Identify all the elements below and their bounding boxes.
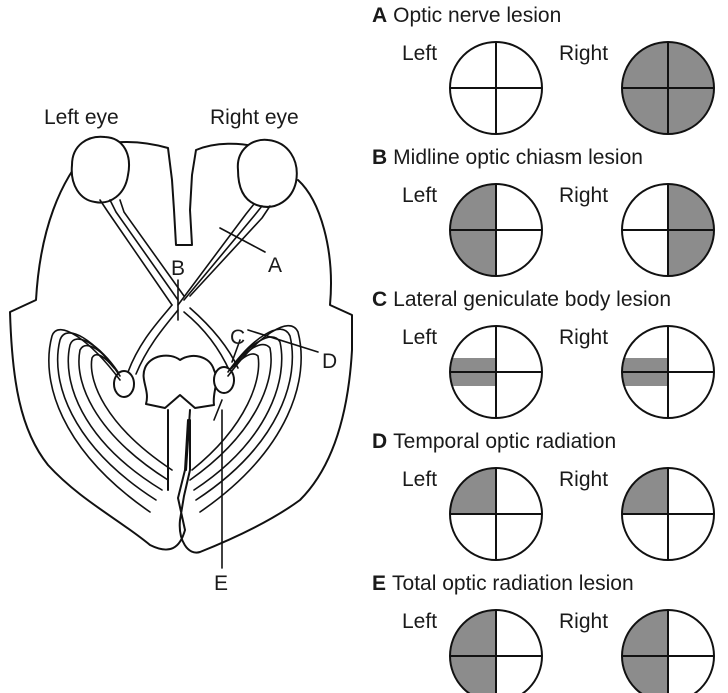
marker-e: E [214, 572, 228, 595]
optic-nerves [99, 199, 271, 306]
right-visual-field [621, 467, 715, 561]
panel-letter: D [372, 430, 387, 453]
right-visual-field [621, 41, 715, 135]
shaded-quadrant-ul [450, 184, 496, 230]
optic-radiation-left [48, 328, 173, 513]
panel-title-text: Total optic radiation lesion [392, 572, 634, 595]
shaded-quadrant-ul [450, 468, 496, 514]
brainstem [167, 409, 191, 491]
panel-title: A Optic nerve lesion [372, 4, 561, 27]
field-label-left: Left [402, 326, 437, 349]
right-visual-field [621, 609, 715, 693]
panel-title: B Midline optic chiasm lesion [372, 146, 643, 169]
right-eye-label: Right eye [210, 106, 299, 129]
panel-title-text: Lateral geniculate body lesion [393, 288, 671, 311]
marker-b: B [171, 257, 185, 280]
left-visual-field [449, 467, 543, 561]
left-visual-field [449, 609, 543, 693]
panel-letter: E [372, 572, 386, 595]
marker-line-d [247, 329, 319, 353]
right-visual-field [621, 183, 715, 277]
field-label-right: Right [559, 42, 608, 65]
field-label-right: Right [559, 610, 608, 633]
right-visual-field [621, 325, 715, 419]
field-label-left: Left [402, 468, 437, 491]
shaded-quadrant-ll [450, 230, 496, 276]
optic-radiation-right [189, 324, 302, 513]
shaded-quadrant-ur [668, 184, 714, 230]
right-eye-globe [236, 138, 298, 208]
panel-title-text: Optic nerve lesion [393, 4, 561, 27]
panel-letter: B [372, 146, 387, 169]
marker-line-c [231, 339, 241, 363]
shaded-quadrant-lr [668, 88, 714, 134]
panel-title-text: Midline optic chiasm lesion [393, 146, 643, 169]
shaded-quadrant-ul [622, 42, 668, 88]
shaded-quadrant-ur [668, 42, 714, 88]
shaded-quadrant-ll [622, 88, 668, 134]
optic-tracts [127, 304, 239, 375]
shaded-quadrant-ul [450, 610, 496, 656]
left-visual-field [449, 325, 543, 419]
marker-line-e-top [213, 399, 223, 421]
marker-line-a [219, 227, 266, 253]
marker-a: A [268, 254, 282, 277]
brain-outline [9, 147, 353, 554]
midbrain [142, 354, 218, 409]
panel-title: C Lateral geniculate body lesion [372, 288, 671, 311]
field-label-right: Right [559, 326, 608, 349]
field-label-left: Left [402, 610, 437, 633]
field-label-right: Right [559, 184, 608, 207]
left-eye-label: Left eye [44, 106, 119, 129]
field-label-left: Left [402, 184, 437, 207]
brain-diagram: Left eye Right eye [9, 106, 353, 595]
panel-letter: A [372, 4, 387, 27]
left-eye-globe [70, 135, 130, 204]
left-visual-field [449, 41, 543, 135]
field-label-right: Right [559, 468, 608, 491]
marker-d: D [322, 350, 337, 373]
panel-title: E Total optic radiation lesion [372, 572, 634, 595]
shaded-quadrant-ll [622, 656, 668, 693]
panel-title-text: Temporal optic radiation [393, 430, 616, 453]
marker-c: C [230, 326, 245, 349]
shaded-quadrant-ul [622, 610, 668, 656]
panel-letter: C [372, 288, 387, 311]
left-visual-field [449, 183, 543, 277]
shaded-quadrant-ul [622, 468, 668, 514]
panel-title: D Temporal optic radiation [372, 430, 616, 453]
field-label-left: Left [402, 42, 437, 65]
shaded-quadrant-ll [450, 656, 496, 693]
shaded-quadrant-lr [668, 230, 714, 276]
